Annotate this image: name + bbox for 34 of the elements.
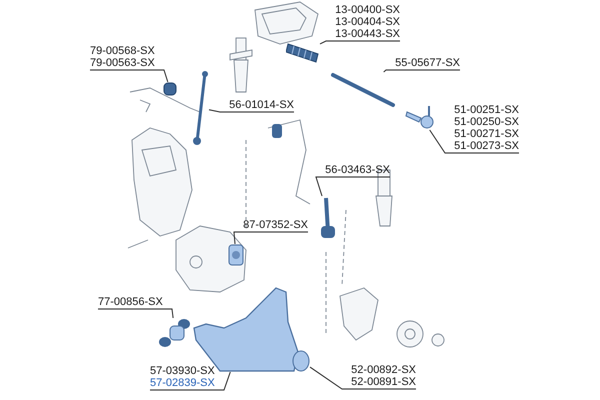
leader-line	[208, 109, 294, 112]
leader-line	[315, 176, 390, 196]
part-number: 51-00271-SX	[453, 128, 519, 140]
part-number: 51-00250-SX	[453, 116, 519, 128]
bushing-set	[158, 318, 192, 348]
part-number: 52-00891-SX	[350, 376, 416, 388]
part-number: 56-03463-SX	[324, 164, 390, 176]
part-number: 51-00251-SX	[453, 104, 519, 116]
leader-line	[90, 70, 168, 82]
engine-mount-bushing	[228, 244, 244, 266]
stabilizer-link	[193, 70, 209, 146]
part-number: 79-00568-SX	[90, 45, 156, 57]
leader-line	[233, 232, 308, 244]
part-number: 51-00273-SX	[453, 140, 519, 152]
part-number: 79-00563-SX	[90, 57, 156, 69]
part-number: 13-00400-SX	[334, 4, 400, 16]
part-number: 13-00443-SX	[334, 28, 400, 40]
leader-line	[98, 308, 174, 318]
part-number: 87-07352-SX	[242, 219, 308, 231]
part-number: 52-00892-SX	[350, 364, 416, 376]
leader-line	[320, 40, 400, 44]
part-number: 57-03930-SX	[150, 365, 216, 377]
part-number: 77-00856-SX	[98, 296, 164, 308]
ball-joint	[292, 350, 310, 372]
leader-line	[150, 372, 231, 390]
stabilizer-bushing	[163, 82, 177, 96]
part-number: 57-02839-SX	[150, 377, 216, 389]
part-number: 56-01014-SX	[228, 99, 294, 111]
leader-line	[310, 366, 416, 390]
tie-rod	[330, 72, 396, 108]
part-number: 55-05677-SX	[394, 57, 460, 69]
leader-line	[429, 130, 520, 154]
leader-line	[383, 70, 460, 72]
part-number: 13-00404-SX	[334, 16, 400, 28]
